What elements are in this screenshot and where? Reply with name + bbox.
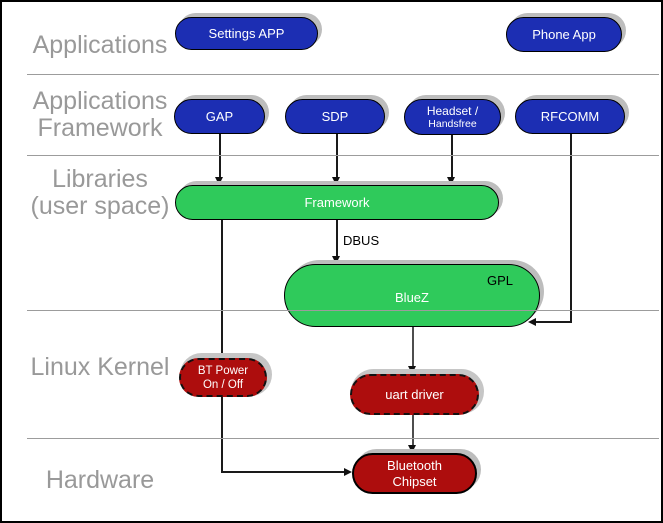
node-label: RFCOMM	[540, 109, 600, 124]
arrowhead-gap-framework	[215, 177, 223, 185]
node-settings-app: Settings APP	[175, 17, 318, 50]
edge-framework-to-chipset-vertical	[221, 220, 223, 473]
node-label: Framework	[304, 195, 370, 210]
layer-label-line: Libraries	[52, 165, 148, 193]
gpl-badge: GPL	[486, 273, 513, 288]
node-uart-driver: uart driver	[350, 374, 479, 415]
node-bluetooth-chipset: Bluetooth Chipset	[352, 453, 477, 494]
arrowhead-sdp-framework	[332, 177, 340, 185]
layer-label-hardware: Hardware	[10, 467, 190, 494]
arrowhead-rfcomm-bluez	[528, 318, 536, 326]
separator-applications	[27, 74, 659, 75]
arrowhead-uart-chipset	[408, 445, 416, 453]
layer-label-line: Linux Kernel	[30, 353, 170, 381]
node-label: uart driver	[385, 387, 444, 402]
layer-label-applications-framework: Applications Framework	[10, 88, 190, 142]
node-phone-app: Phone App	[506, 17, 622, 52]
edge-rfcomm-to-bluez-vertical	[570, 134, 572, 323]
separator-framework	[27, 155, 659, 156]
node-label: BT Power	[197, 364, 249, 377]
node-gap: GAP	[174, 99, 265, 134]
layer-label-applications: Applications	[10, 32, 190, 59]
arrowhead-framework-bluez	[332, 256, 340, 264]
layer-label-line: Hardware	[45, 466, 155, 494]
separator-kernel	[27, 438, 659, 439]
arrowhead-headset-framework	[447, 177, 455, 185]
edge-framework-to-chipset-horizontal	[221, 471, 345, 473]
node-label: Handsfree	[428, 117, 477, 130]
layer-label-linux-kernel: Linux Kernel	[10, 354, 190, 381]
edge-sdp-to-framework	[336, 134, 338, 178]
node-bt-power: BT Power On / Off	[179, 358, 267, 397]
edge-gap-to-framework	[219, 134, 221, 178]
node-framework: Framework	[175, 185, 499, 220]
edge-uart-to-chipset	[412, 415, 414, 447]
layer-label-line: (user space)	[30, 192, 170, 220]
arrowhead-framework-chipset	[344, 468, 352, 476]
node-label: SDP	[321, 109, 349, 124]
node-label: Chipset	[392, 473, 437, 489]
separator-libraries	[27, 310, 659, 311]
node-label: Settings APP	[208, 26, 285, 41]
node-label: BlueZ	[395, 290, 429, 305]
edge-bluez-to-uart	[412, 327, 414, 368]
layer-label-line: Applications	[32, 87, 168, 115]
node-label: Phone App	[532, 27, 596, 42]
edge-rfcomm-to-bluez-horizontal	[535, 321, 572, 323]
node-label: Headset /	[426, 103, 479, 118]
layer-label-line: Applications	[32, 31, 168, 59]
edge-framework-to-bluez	[336, 220, 338, 258]
node-label: Bluetooth	[387, 457, 442, 473]
edge-headset-to-framework	[451, 134, 453, 178]
node-label: GAP	[205, 109, 234, 124]
node-bluez: GPL BlueZ	[284, 264, 540, 327]
dbus-label: DBUS	[343, 233, 380, 248]
layer-label-libraries: Libraries (user space)	[10, 166, 190, 220]
node-headset-handsfree: Headset / Handsfree	[404, 99, 501, 135]
layer-label-line: Framework	[37, 114, 163, 142]
node-rfcomm: RFCOMM	[515, 99, 625, 134]
arrowhead-bluez-uart	[408, 366, 416, 374]
node-label: On / Off	[202, 378, 244, 391]
node-sdp: SDP	[285, 99, 385, 134]
